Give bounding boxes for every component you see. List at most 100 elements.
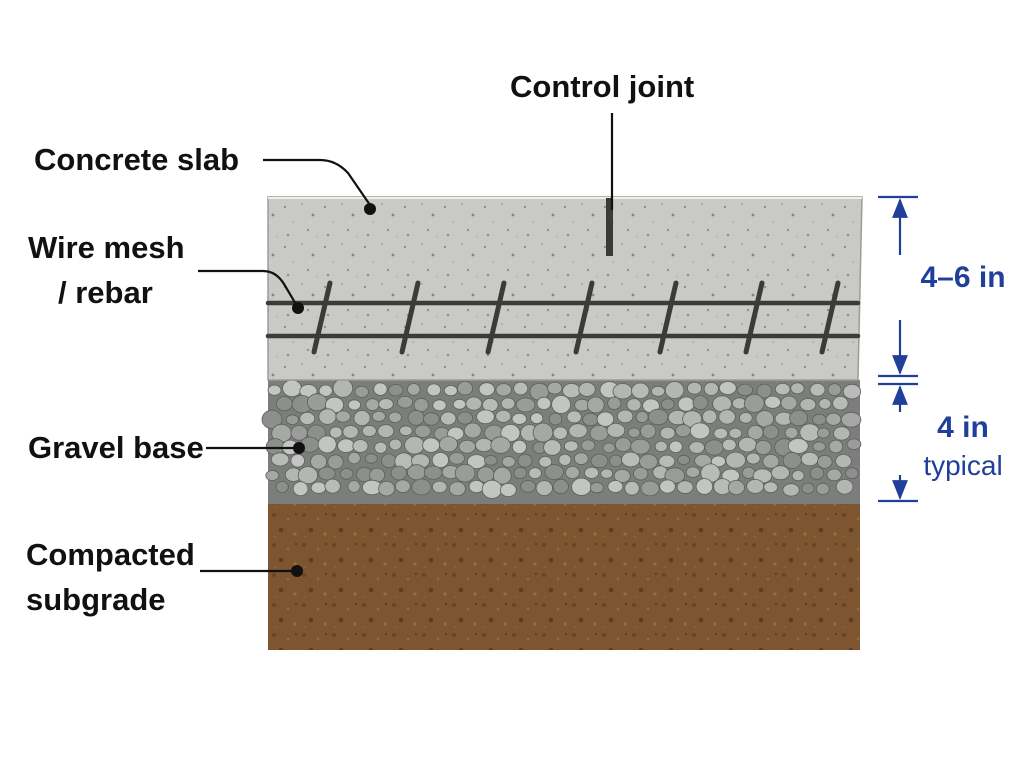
gravel-stone — [536, 396, 552, 410]
subgrade-dot — [291, 565, 303, 577]
gravel-stone — [738, 412, 753, 424]
gravel-stone — [692, 395, 709, 411]
subgrade-label-line1: Compacted — [26, 537, 195, 572]
gravel-stone — [468, 479, 485, 494]
gravel-stone — [664, 381, 685, 400]
gravel-stone — [677, 454, 691, 465]
gravel-stone — [613, 468, 631, 483]
dimension-lines — [878, 195, 918, 503]
gravel-stone — [787, 438, 809, 454]
gravel-stone — [764, 395, 781, 409]
gravel-stone — [478, 382, 496, 397]
gravel-stone — [380, 453, 397, 469]
gravel-stone — [676, 480, 694, 494]
gravel-stone — [275, 480, 289, 493]
gravel-stone — [422, 412, 440, 426]
gravel-stone — [799, 398, 817, 412]
gravel-stone — [566, 410, 582, 424]
gravel-stone — [826, 468, 842, 482]
gravel-stone — [639, 453, 659, 470]
gravel-stone — [365, 398, 380, 411]
gravel-stone — [361, 425, 377, 437]
gravel-stone — [306, 393, 328, 412]
wire-mesh-leader — [198, 269, 298, 307]
gravel-stone — [374, 441, 388, 454]
gravel-stone — [650, 385, 666, 397]
gravel-stone — [342, 425, 359, 439]
gravel-stone — [584, 466, 600, 479]
gravel-stone — [448, 481, 466, 497]
gravel-stone — [347, 451, 361, 465]
gravel-stone — [718, 381, 737, 395]
gravel-stone — [354, 385, 369, 398]
gravel-stone — [827, 383, 842, 397]
gravel-stone — [335, 410, 351, 423]
gravel-thickness-label-line1: 4 in — [937, 411, 989, 444]
gravel-stone — [607, 396, 622, 410]
gravel-stone — [465, 396, 483, 411]
gravel-stone — [725, 451, 746, 469]
gravel-stone — [310, 453, 328, 470]
gravel-stone — [347, 399, 361, 411]
gravel-stone — [413, 397, 429, 413]
gravel-stone — [310, 481, 327, 494]
gravel-stone — [431, 480, 448, 494]
gravel-stone — [495, 383, 512, 397]
gravel-stone — [713, 427, 729, 440]
gravel-stone — [422, 437, 441, 453]
gravel-stone — [337, 438, 356, 453]
gravel-stone — [547, 381, 563, 395]
concrete-slab-leader — [263, 158, 371, 206]
gravel-stone — [790, 382, 805, 395]
wire-mesh-dot — [292, 302, 304, 314]
gravel-stone — [329, 426, 343, 439]
gravel-stone — [275, 396, 293, 412]
gravel-stone — [602, 442, 616, 454]
gravel-stone — [513, 381, 529, 396]
gravel-stone — [352, 439, 369, 453]
gravel-stone — [756, 383, 773, 399]
gravel-stone — [799, 423, 820, 442]
gravel-stone — [397, 395, 414, 409]
gravel-stone — [617, 409, 634, 424]
gravel-stone — [675, 424, 692, 438]
gravel-stone — [443, 384, 458, 397]
gravel-stone — [784, 426, 799, 439]
gravel-stone — [265, 470, 280, 481]
gravel-stone — [267, 384, 282, 396]
gravel-stone — [627, 427, 641, 438]
rebar-cross-bar — [743, 280, 765, 355]
gravel-stone — [801, 482, 815, 495]
gravel-stone — [562, 383, 581, 399]
gravel-stone — [791, 469, 805, 482]
gravel-stone — [763, 481, 778, 494]
gravel-stone — [639, 423, 657, 439]
gravel-stone — [606, 422, 626, 438]
gravel-stone — [659, 426, 676, 440]
gravel-stone — [828, 439, 844, 454]
gravel-stone — [317, 435, 337, 454]
gravel-stone — [818, 398, 832, 410]
gravel-stone — [631, 382, 650, 400]
gravel-stone — [426, 383, 442, 397]
gravel-stone — [718, 409, 736, 425]
gravel-stone — [454, 463, 476, 483]
gravel-stone — [517, 453, 533, 468]
gravel-stone — [414, 424, 432, 438]
gravel-stone — [299, 411, 316, 425]
gravel-stone — [695, 478, 714, 495]
gravel-stone — [456, 381, 473, 396]
gravel-stone — [511, 412, 528, 425]
gravel-stone — [318, 384, 333, 397]
gravel-stone — [833, 426, 851, 441]
leader-dots — [291, 203, 376, 577]
gravel-stone — [353, 410, 371, 427]
gravel-stone — [327, 454, 344, 470]
gravel-stone — [261, 409, 283, 429]
gravel-stone — [378, 480, 396, 497]
gravel-stones — [261, 378, 862, 499]
gravel-stone — [688, 441, 705, 454]
gravel-stone — [492, 466, 512, 485]
